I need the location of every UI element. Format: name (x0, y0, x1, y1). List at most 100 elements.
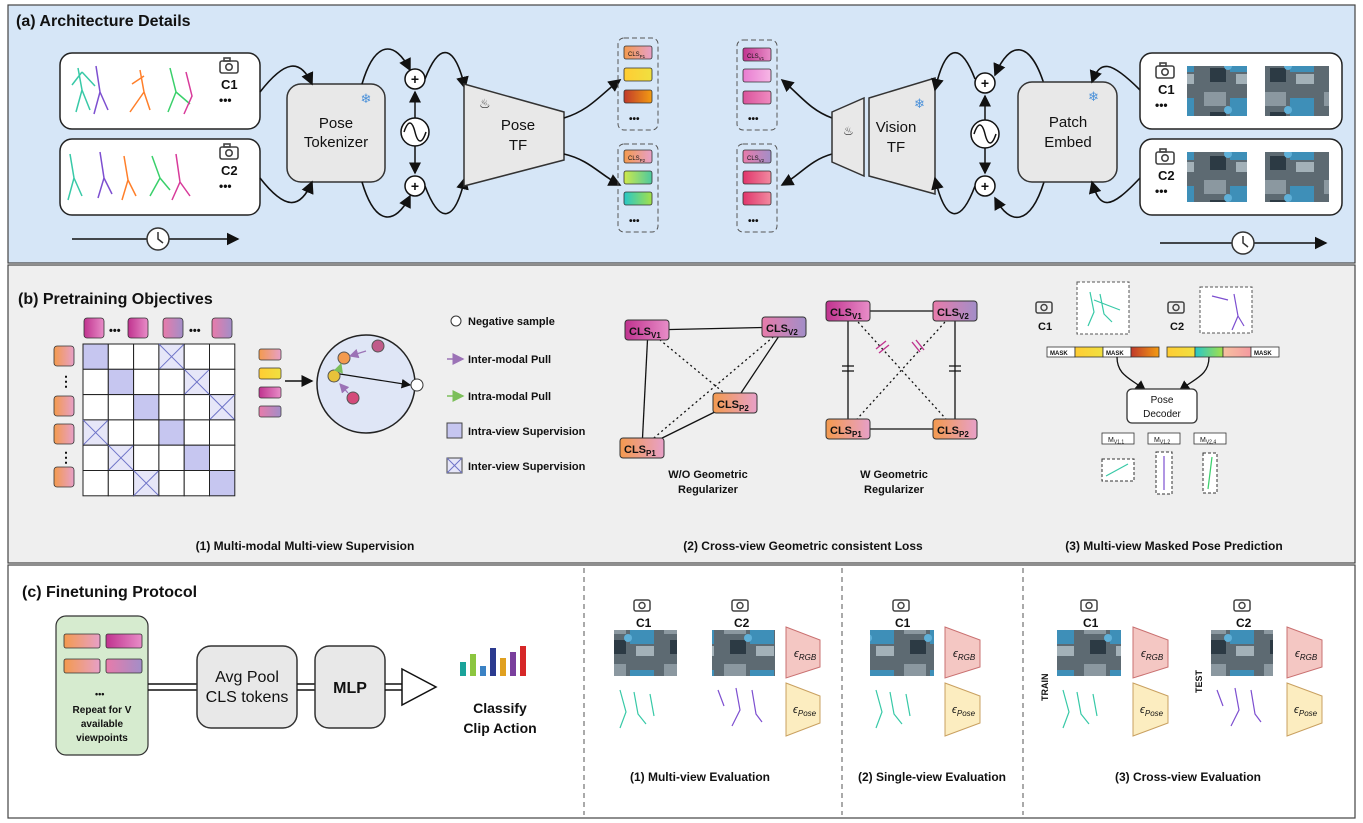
embedding-point (327, 369, 341, 383)
mask-label: MASK (1106, 351, 1124, 357)
positional-encoding-icon (400, 117, 430, 147)
pose-skeleton (875, 689, 911, 729)
flow-arrow (780, 78, 833, 119)
cls-token-label: CLSP2 (628, 156, 646, 163)
rgb-encoder-label: ϵRGB (794, 648, 817, 662)
cls-node (761, 316, 807, 338)
legend-intra-view: Intra-view Supervision (468, 426, 586, 438)
rgb-frame (614, 630, 677, 676)
vision-tf-label-2: TF (887, 139, 905, 156)
ellipsis: ••• (629, 216, 640, 227)
vision-token (742, 90, 772, 105)
camera-icon (1080, 599, 1098, 612)
pose-skeleton (1211, 293, 1245, 331)
camera-icon (1233, 599, 1251, 612)
ellipsis: ••• (629, 114, 640, 125)
cls-token (742, 149, 772, 164)
output-arrow-icon (401, 667, 438, 707)
avg-pool-label-2: CLS tokens (206, 689, 289, 706)
inter-view-cross (183, 368, 210, 395)
add-icon (974, 175, 996, 197)
flow-arrow (1178, 356, 1210, 391)
cls-token (623, 149, 653, 164)
vision-token (742, 191, 772, 206)
edge (641, 329, 649, 449)
cls-token-label: CLSV1 (747, 54, 765, 61)
snowflake-icon: ❄ (914, 96, 925, 111)
cls-token (105, 633, 143, 649)
matrix-cell (158, 444, 185, 472)
pose-skeleton (1207, 456, 1213, 490)
cls-node (932, 418, 978, 440)
cls-token (105, 658, 143, 674)
edge (647, 329, 736, 403)
eval-caption-1: (1) Multi-view Evaluation (630, 770, 770, 784)
flow-arrow (994, 181, 1045, 218)
pose-decoder-label-2: Decoder (1143, 409, 1181, 420)
legend-intra-pull: Intra-modal Pull (468, 391, 551, 403)
cls-token (162, 317, 184, 339)
cam-label-c2: C2 (1236, 616, 1252, 630)
repeat-label-2: available (81, 719, 124, 730)
pose-skeletons-c1 (71, 65, 193, 115)
pose-encoder-label: ϵPose (793, 704, 817, 718)
pose-tf-label-1: Pose (501, 117, 535, 134)
cls-token-group (55, 615, 149, 756)
cls-token-label: CLSP1 (628, 52, 646, 59)
pose-token-column: ⋮ ⋮ (53, 345, 75, 488)
rgb-frame (1211, 630, 1273, 676)
positional-encoding-icon (970, 119, 1000, 149)
cam-label-c2: C2 (1158, 168, 1175, 183)
embedding-point (346, 391, 360, 405)
test-label: TEST (1194, 669, 1204, 693)
pose-decoder-label-1: Pose (1151, 395, 1174, 406)
pose-frame-c2 (1199, 286, 1253, 334)
camera-icon (1155, 148, 1175, 165)
rgb-frame (1265, 152, 1329, 202)
ellipsis: ••• (189, 325, 201, 337)
negative-sample-point (410, 378, 424, 392)
edge (641, 326, 786, 449)
rgb-frame (1187, 152, 1247, 202)
ellipsis: ••• (1155, 184, 1168, 198)
repeat-label-1: Repeat for V (73, 705, 132, 716)
class-bar (460, 662, 466, 676)
vision-adapter-block (831, 96, 865, 178)
ellipsis: ••• (109, 325, 121, 337)
cam-label-c1: C1 (1038, 321, 1052, 333)
class-bar (480, 666, 486, 676)
matrix-cell (183, 470, 210, 497)
pose-encoder-block (1286, 682, 1323, 737)
mask-token (1250, 346, 1280, 358)
classify-label-1: Classify (473, 700, 527, 716)
add-icon (974, 72, 996, 94)
class-bar (510, 652, 516, 676)
w-geo-label-2: Regularizer (864, 484, 925, 496)
pose-token (623, 191, 653, 206)
vertical-ellipsis: ⋮ (59, 373, 73, 389)
panel-pretraining: (b) Pretraining Objectives ••• ••• ⋮ ⋮ (7, 264, 1356, 564)
matrix-cell (133, 343, 160, 370)
pose-skeleton (619, 689, 655, 729)
pose-skeleton (1105, 463, 1129, 477)
vision-token (742, 68, 772, 83)
cls-node (624, 319, 670, 341)
avg-pool-block (196, 645, 298, 729)
inter-view-cross (133, 470, 160, 497)
cls-token (258, 348, 282, 361)
plus-sign: + (411, 178, 419, 194)
flow-arrow (1088, 177, 1141, 204)
pose-token (1166, 346, 1196, 358)
ellipsis: ••• (219, 179, 232, 193)
vision-token-stack-c1 (736, 39, 778, 131)
camera-icon (633, 599, 651, 612)
connector (148, 683, 198, 691)
pose-encoder-block (1132, 682, 1169, 737)
flow-arrow (931, 51, 976, 92)
legend-inter-view: Inter-view Supervision (468, 461, 586, 473)
intra-view-marker (446, 422, 463, 439)
repeat-label-3: viewpoints (76, 733, 128, 744)
ellipsis: ••• (748, 216, 759, 227)
cam-label-c2: C2 (1170, 321, 1184, 333)
